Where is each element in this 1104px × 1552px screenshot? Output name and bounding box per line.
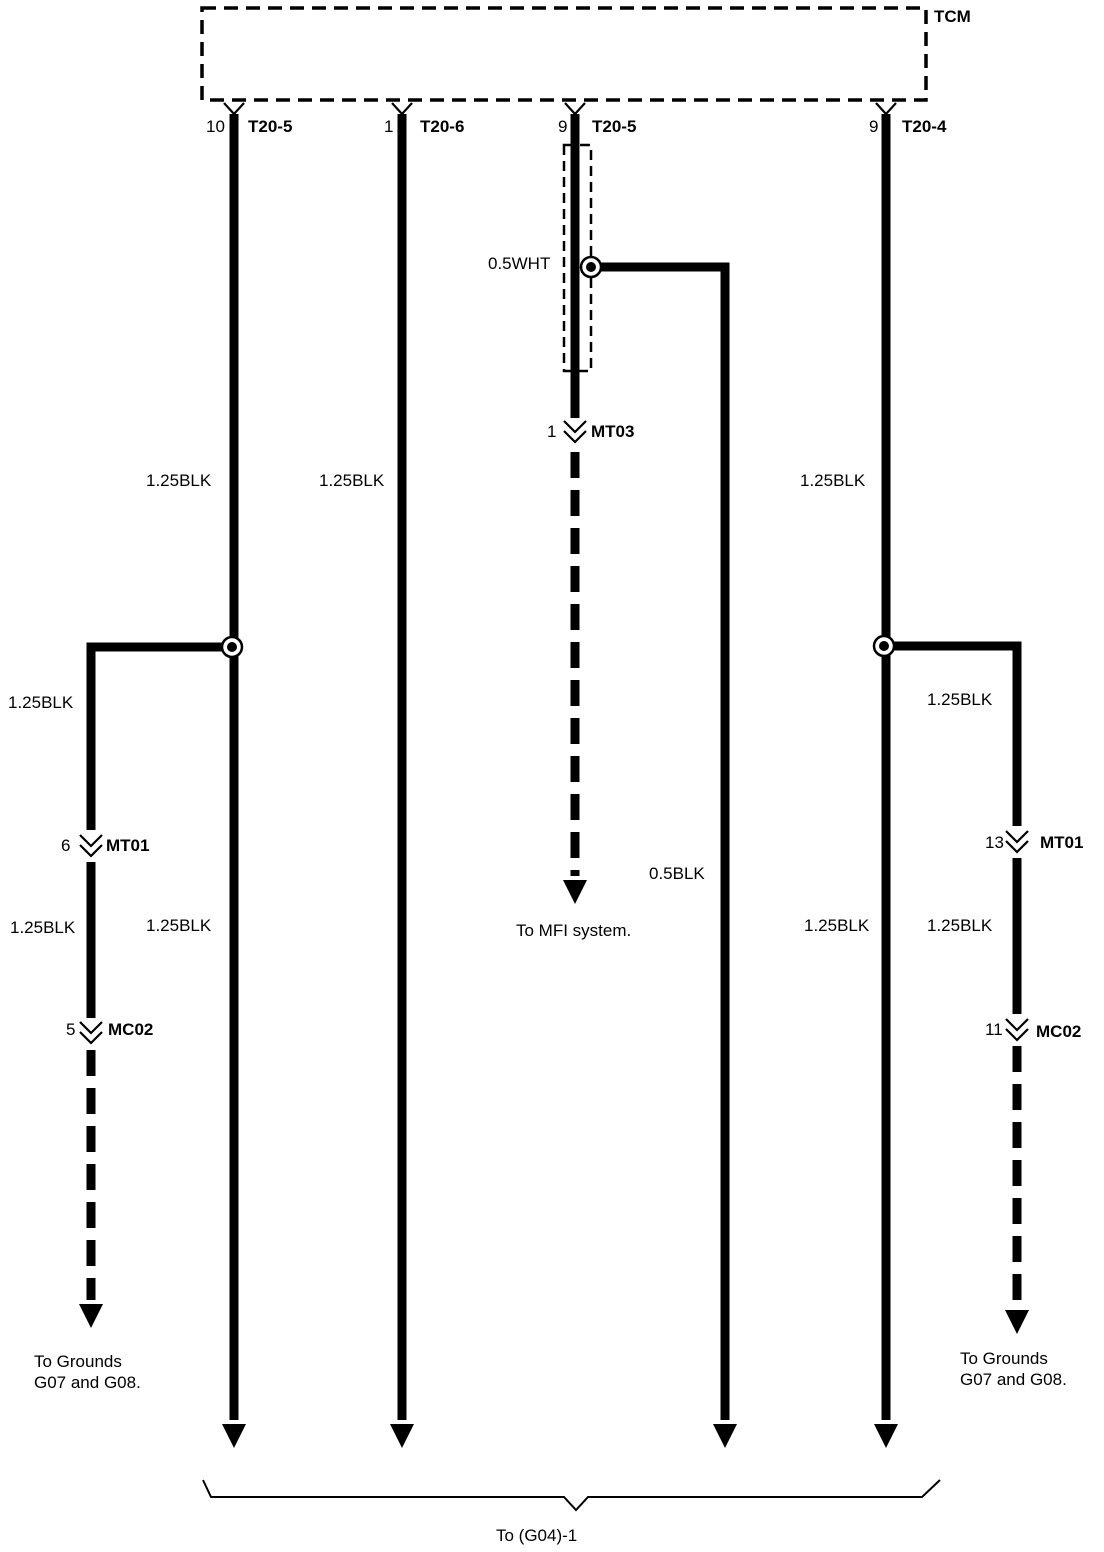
grounds-left-line1: To Grounds (34, 1352, 122, 1371)
pin-2-number: 1 (384, 117, 393, 136)
pin-3-number: 9 (558, 117, 567, 136)
bottom-brace (202, 1479, 941, 1512)
grounds-right-line1: To Grounds (960, 1349, 1048, 1368)
mt01-right-name: MT01 (1040, 833, 1083, 852)
arrow-wire-2 (390, 1424, 414, 1448)
branch-left-a-label: 1.25BLK (8, 693, 74, 712)
grounds-left-line2: G07 and G08. (34, 1373, 141, 1392)
branch-right-b-label: 1.25BLK (927, 916, 993, 935)
arrow-grounds-left (79, 1304, 103, 1328)
mt03-connector: 1 MT03 (547, 420, 634, 444)
arrow-wire-3-branch (713, 1424, 737, 1448)
mfi-destination: To MFI system. (516, 921, 631, 940)
mc02-left-connector: 5 MC02 (66, 1020, 153, 1045)
grounds-right-line2: G07 and G08. (960, 1370, 1067, 1389)
pin-connector-2: 1 T20-6 (384, 102, 464, 136)
pin-1-connector: T20-5 (248, 117, 292, 136)
branch-left-b-label: 1.25BLK (10, 918, 76, 937)
wire-3-branch-label: 0.5BLK (649, 864, 705, 883)
pin-2-connector: T20-6 (420, 117, 464, 136)
tcm-box (200, 6, 928, 102)
branch-right-upper (894, 641, 1022, 826)
splice-shield (579, 255, 603, 279)
pin-3-connector: T20-5 (592, 117, 636, 136)
mt01-right-number: 13 (985, 833, 1004, 852)
arrow-grounds-right (1005, 1310, 1029, 1334)
splice-left (220, 635, 244, 659)
mt03-name: MT03 (591, 422, 634, 441)
wire-4-lower-label: 1.25BLK (804, 916, 870, 935)
pin-connector-4: 9 T20-4 (869, 102, 947, 136)
wire-2-upper-label: 1.25BLK (319, 471, 385, 490)
mc02-right-name: MC02 (1036, 1022, 1081, 1041)
pin-4-connector: T20-4 (902, 117, 947, 136)
pin-connector-3: 9 T20-5 (558, 102, 636, 136)
arrow-mfi (563, 880, 587, 904)
shield-box (562, 143, 593, 373)
mt01-left-connector: 6 MT01 (61, 834, 149, 858)
tcm-label: TCM (934, 7, 971, 26)
bottom-destination: To (G04)-1 (496, 1526, 577, 1545)
mt03-number: 1 (547, 422, 556, 441)
mc02-left-name: MC02 (108, 1020, 153, 1039)
mc02-right-number: 11 (985, 1020, 1003, 1039)
mt01-right-connector: 13 MT01 (985, 830, 1083, 854)
mc02-right-connector: 11 MC02 (985, 1018, 1081, 1042)
arrow-wire-1 (222, 1424, 246, 1448)
pin-4-number: 9 (869, 117, 878, 136)
wire-4-upper-label: 1.25BLK (800, 471, 866, 490)
splice-right (872, 634, 896, 658)
arrow-wire-4 (874, 1424, 898, 1448)
branch-right-a-label: 1.25BLK (927, 690, 993, 709)
wire-3-branch (601, 262, 730, 1420)
mt01-left-name: MT01 (106, 836, 149, 855)
pin-connector-1: 10 T20-5 (206, 102, 292, 136)
mt01-left-number: 6 (61, 836, 70, 855)
mc02-left-number: 5 (66, 1020, 75, 1039)
branch-left-upper (86, 642, 222, 830)
pin-1-number: 10 (206, 117, 225, 136)
wire-3-shield-label: 0.5WHT (488, 254, 550, 273)
wire-1-upper-label: 1.25BLK (146, 471, 212, 490)
wire-1-lower-label: 1.25BLK (146, 916, 212, 935)
